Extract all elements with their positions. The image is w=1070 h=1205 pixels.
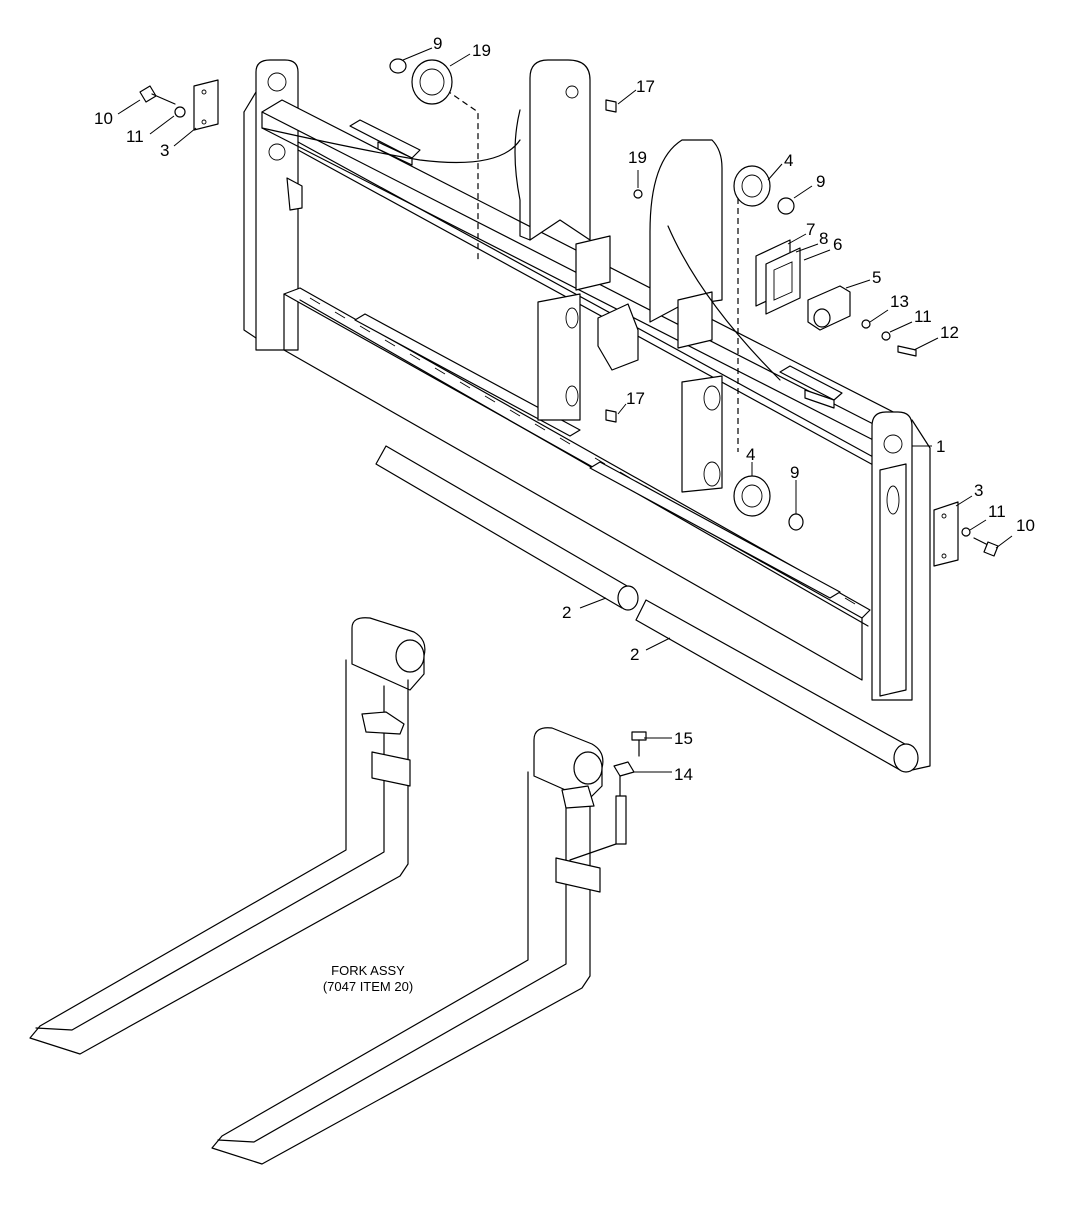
callout-9: 9: [816, 172, 825, 191]
bolt-10-left: [139, 85, 176, 105]
callout-11: 11: [988, 502, 1006, 521]
bolt-12: [897, 345, 917, 357]
callout-10: 10: [94, 109, 113, 128]
fork-note-line2: (7047 ITEM 20): [323, 979, 413, 994]
pin-2-upper: [375, 445, 639, 611]
callout-4: 4: [784, 151, 793, 170]
callout-5: 5: [872, 268, 881, 287]
bolt-17-upper: [605, 99, 617, 113]
leader-lines: [117, 47, 1013, 773]
valve-5: [807, 285, 851, 331]
bearing-4-upper: [733, 165, 771, 207]
callout-3: 3: [974, 481, 983, 500]
washer-11-left: [174, 106, 186, 118]
callout-11: 11: [914, 307, 932, 326]
washer-13: [861, 319, 871, 329]
callout-19: 19: [628, 148, 647, 167]
pin-2-lower: [635, 599, 919, 773]
callout-9: 9: [433, 34, 442, 53]
hose-right: [667, 225, 781, 381]
callout-14: 14: [674, 765, 693, 784]
callout-17: 17: [636, 77, 655, 96]
callout-9: 9: [790, 463, 799, 482]
callout-4: 4: [746, 445, 755, 464]
o-ring-9-upper: [777, 197, 795, 215]
gasket-7-8-6: [755, 239, 801, 315]
fork-note-line1: FORK ASSY: [331, 963, 405, 978]
callout-11: 11: [126, 127, 144, 146]
center-mount-plates: [514, 59, 723, 493]
hose-left: [261, 127, 521, 164]
callout-1: 1: [936, 437, 945, 456]
dash-guide-1: [445, 89, 479, 262]
bearing-19-top: [411, 59, 453, 105]
callout-17: 17: [626, 389, 645, 408]
cover-plate-3-left: [193, 79, 219, 131]
fork-right: [211, 727, 604, 1165]
callout-7: 7: [806, 220, 815, 239]
callout-19: 19: [472, 41, 491, 60]
washer-11-right-upper: [881, 331, 891, 341]
lock-pin-14: [569, 761, 635, 861]
callout-10: 10: [1016, 516, 1035, 535]
cover-plate-3-right: [933, 501, 959, 567]
fork-left: [29, 617, 426, 1055]
bolt-17-lower: [605, 409, 617, 423]
callout-labels: 9 19 10 11 3 17 19 4 9 7 8 6 5 13 11 12 …: [94, 34, 1035, 784]
callout-3: 3: [160, 141, 169, 160]
callout-13: 13: [890, 292, 909, 311]
callout-15: 15: [674, 729, 693, 748]
o-ring-9-lower: [788, 513, 804, 531]
callout-2: 2: [630, 645, 639, 664]
callout-12: 12: [940, 323, 959, 342]
fork-assy-note: FORK ASSY (7047 ITEM 20): [323, 963, 413, 994]
callout-6: 6: [833, 235, 842, 254]
bolt-15: [631, 731, 647, 757]
bolt-19-mid: [633, 189, 643, 199]
callout-2: 2: [562, 603, 571, 622]
washer-11-right: [961, 527, 971, 537]
o-ring-9-top: [389, 58, 407, 74]
callout-8: 8: [819, 229, 828, 248]
bearing-4-lower: [733, 475, 771, 517]
bolt-10-right: [973, 537, 999, 557]
